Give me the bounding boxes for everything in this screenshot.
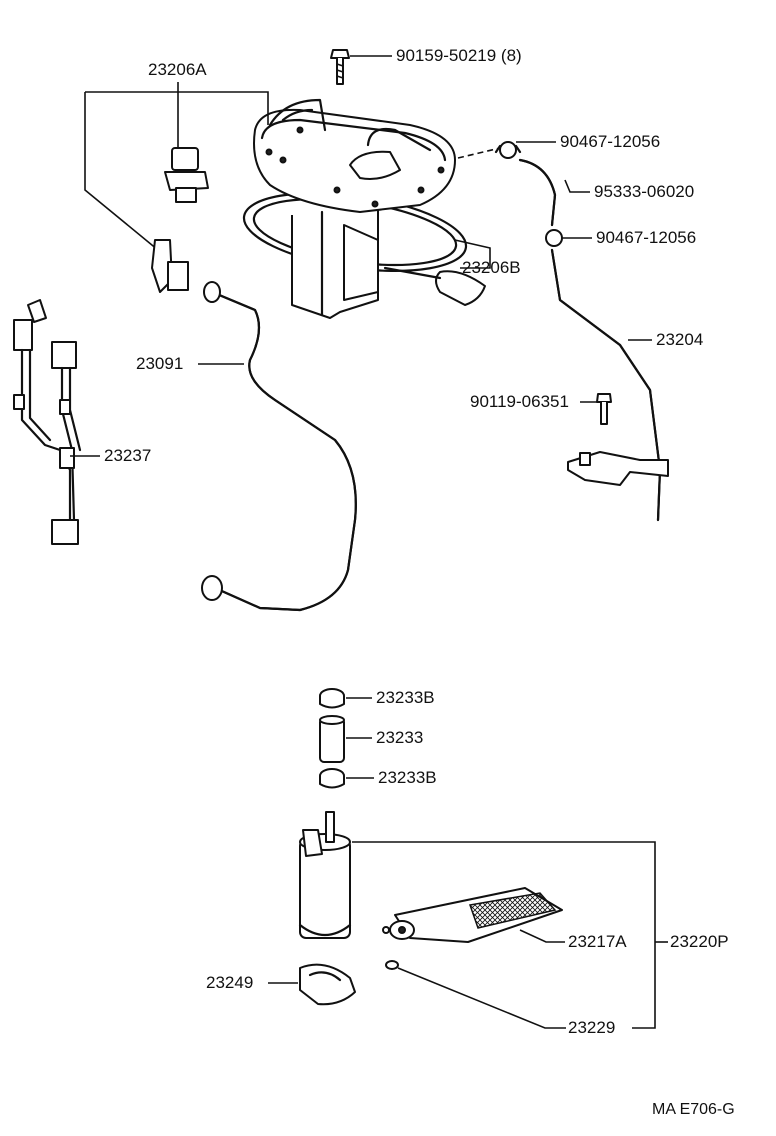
- short-hose-icon: [319, 715, 345, 763]
- label-hose-23233: 23233: [376, 728, 424, 747]
- hose-clamp-bottom-icon: [319, 768, 345, 789]
- hose-clamp-2-icon: [545, 229, 563, 247]
- retainer-ring-icon: [385, 960, 399, 970]
- wire-clip-icon: [151, 239, 189, 293]
- label-gasket-23206b: 23206B: [462, 258, 521, 277]
- label-clamp-23233b-top: 23233B: [376, 688, 435, 707]
- fuel-pump-icon: [298, 811, 352, 939]
- label-bolt-90119: 90119-06351: [470, 392, 569, 411]
- fuel-filter-icon: [382, 887, 563, 943]
- label-harness-23237: 23237: [104, 446, 152, 465]
- pump-bracket-assembly: [242, 98, 486, 319]
- rubber-hose-icon: [518, 158, 557, 227]
- hose-clamp-1-icon: [494, 141, 522, 159]
- fuel-tube-23204: [550, 248, 662, 522]
- label-tube-23091: 23091: [136, 354, 184, 373]
- label-bolt-90159: 90159-50219 (8): [396, 46, 522, 65]
- hose-clamp-top-icon: [319, 688, 345, 709]
- pump-cushion-icon: [299, 963, 356, 1006]
- label-clamp-90467-2: 90467-12056: [596, 228, 697, 247]
- label-filter-23217a: 23217A: [568, 932, 627, 951]
- tube-bracket-icon: [567, 451, 669, 486]
- bolt-90159-icon: [330, 49, 350, 85]
- label-cushion-23249: 23249: [206, 973, 254, 992]
- fuel-tube-23091: [201, 281, 357, 612]
- label-clamp-23233b-bottom: 23233B: [378, 768, 437, 787]
- label-tube-23204: 23204: [656, 330, 704, 349]
- label-hose-95333: 95333-06020: [594, 182, 695, 201]
- label-sender-23206a: 23206A: [148, 60, 207, 79]
- sender-connector-icon: [164, 147, 209, 203]
- bolt-90119-icon: [596, 393, 612, 425]
- label-ring-23229: 23229: [568, 1018, 616, 1037]
- label-assembly-23220p: 23220P: [670, 932, 729, 951]
- label-clamp-90467-1: 90467-12056: [560, 132, 661, 151]
- wire-harness-icon: [13, 299, 82, 545]
- diagram-code: MA E706-G: [652, 1101, 735, 1118]
